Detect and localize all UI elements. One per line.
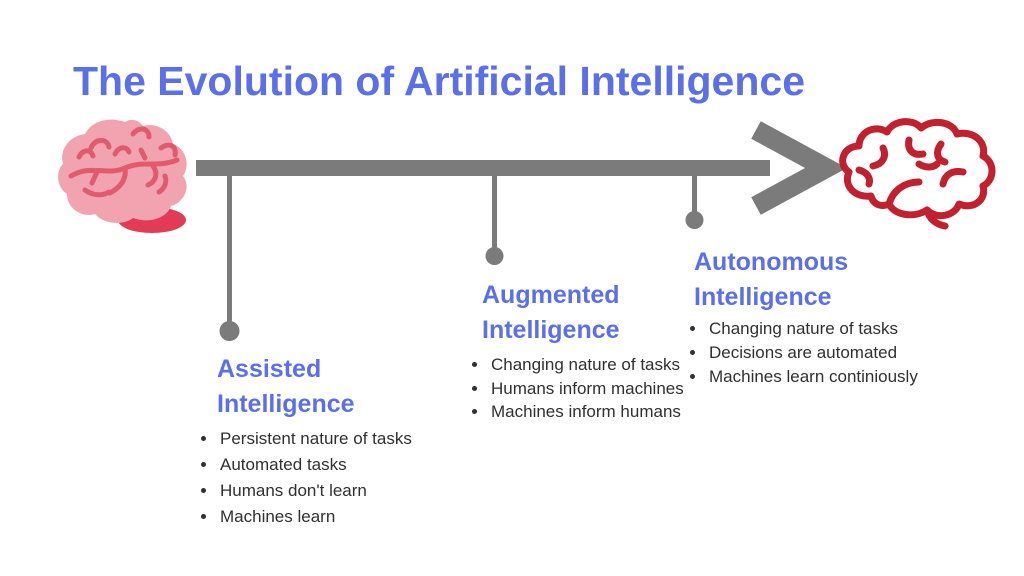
milestone-title-assisted: Assisted Intelligence <box>217 355 355 418</box>
arrowhead-chevron <box>751 121 847 215</box>
milestone-bullets-assisted: Persistent nature of tasksAutomated task… <box>199 426 478 530</box>
timeline-bar <box>196 160 770 176</box>
brain-filled-icon <box>55 114 195 234</box>
bullet-item: Automated tasks <box>218 452 478 478</box>
milestone-title-augmented: Augmented Intelligence <box>482 281 620 344</box>
bullet-item: Decisions are automated <box>707 341 967 365</box>
brain-outline-icon <box>833 116 1003 230</box>
milestone-bullets-augmented: Changing nature of tasksHumans inform ma… <box>470 353 729 424</box>
connector-line-1 <box>227 176 232 323</box>
connector-dot-3 <box>685 211 704 229</box>
page-title: The Evolution of Artificial Intelligence <box>73 58 805 104</box>
bullet-item: Machines inform humans <box>489 400 729 424</box>
bullet-item: Changing nature of tasks <box>489 353 729 377</box>
bullet-item: Machines learn <box>218 504 478 530</box>
connector-dot-1 <box>219 321 240 341</box>
connector-dot-2 <box>485 247 504 265</box>
milestone-bullets-autonomous: Changing nature of tasksDecisions are au… <box>688 317 967 389</box>
milestone-title-autonomous: Autonomous Intelligence <box>694 248 849 311</box>
bullet-item: Changing nature of tasks <box>707 317 967 341</box>
connector-line-2 <box>492 176 497 248</box>
bullet-item: Persistent nature of tasks <box>218 426 478 452</box>
bullet-item: Machines learn continiously <box>707 365 967 389</box>
connector-line-3 <box>692 176 697 213</box>
bullet-item: Humans don't learn <box>218 478 478 504</box>
bullet-item: Humans inform machines <box>489 377 729 401</box>
